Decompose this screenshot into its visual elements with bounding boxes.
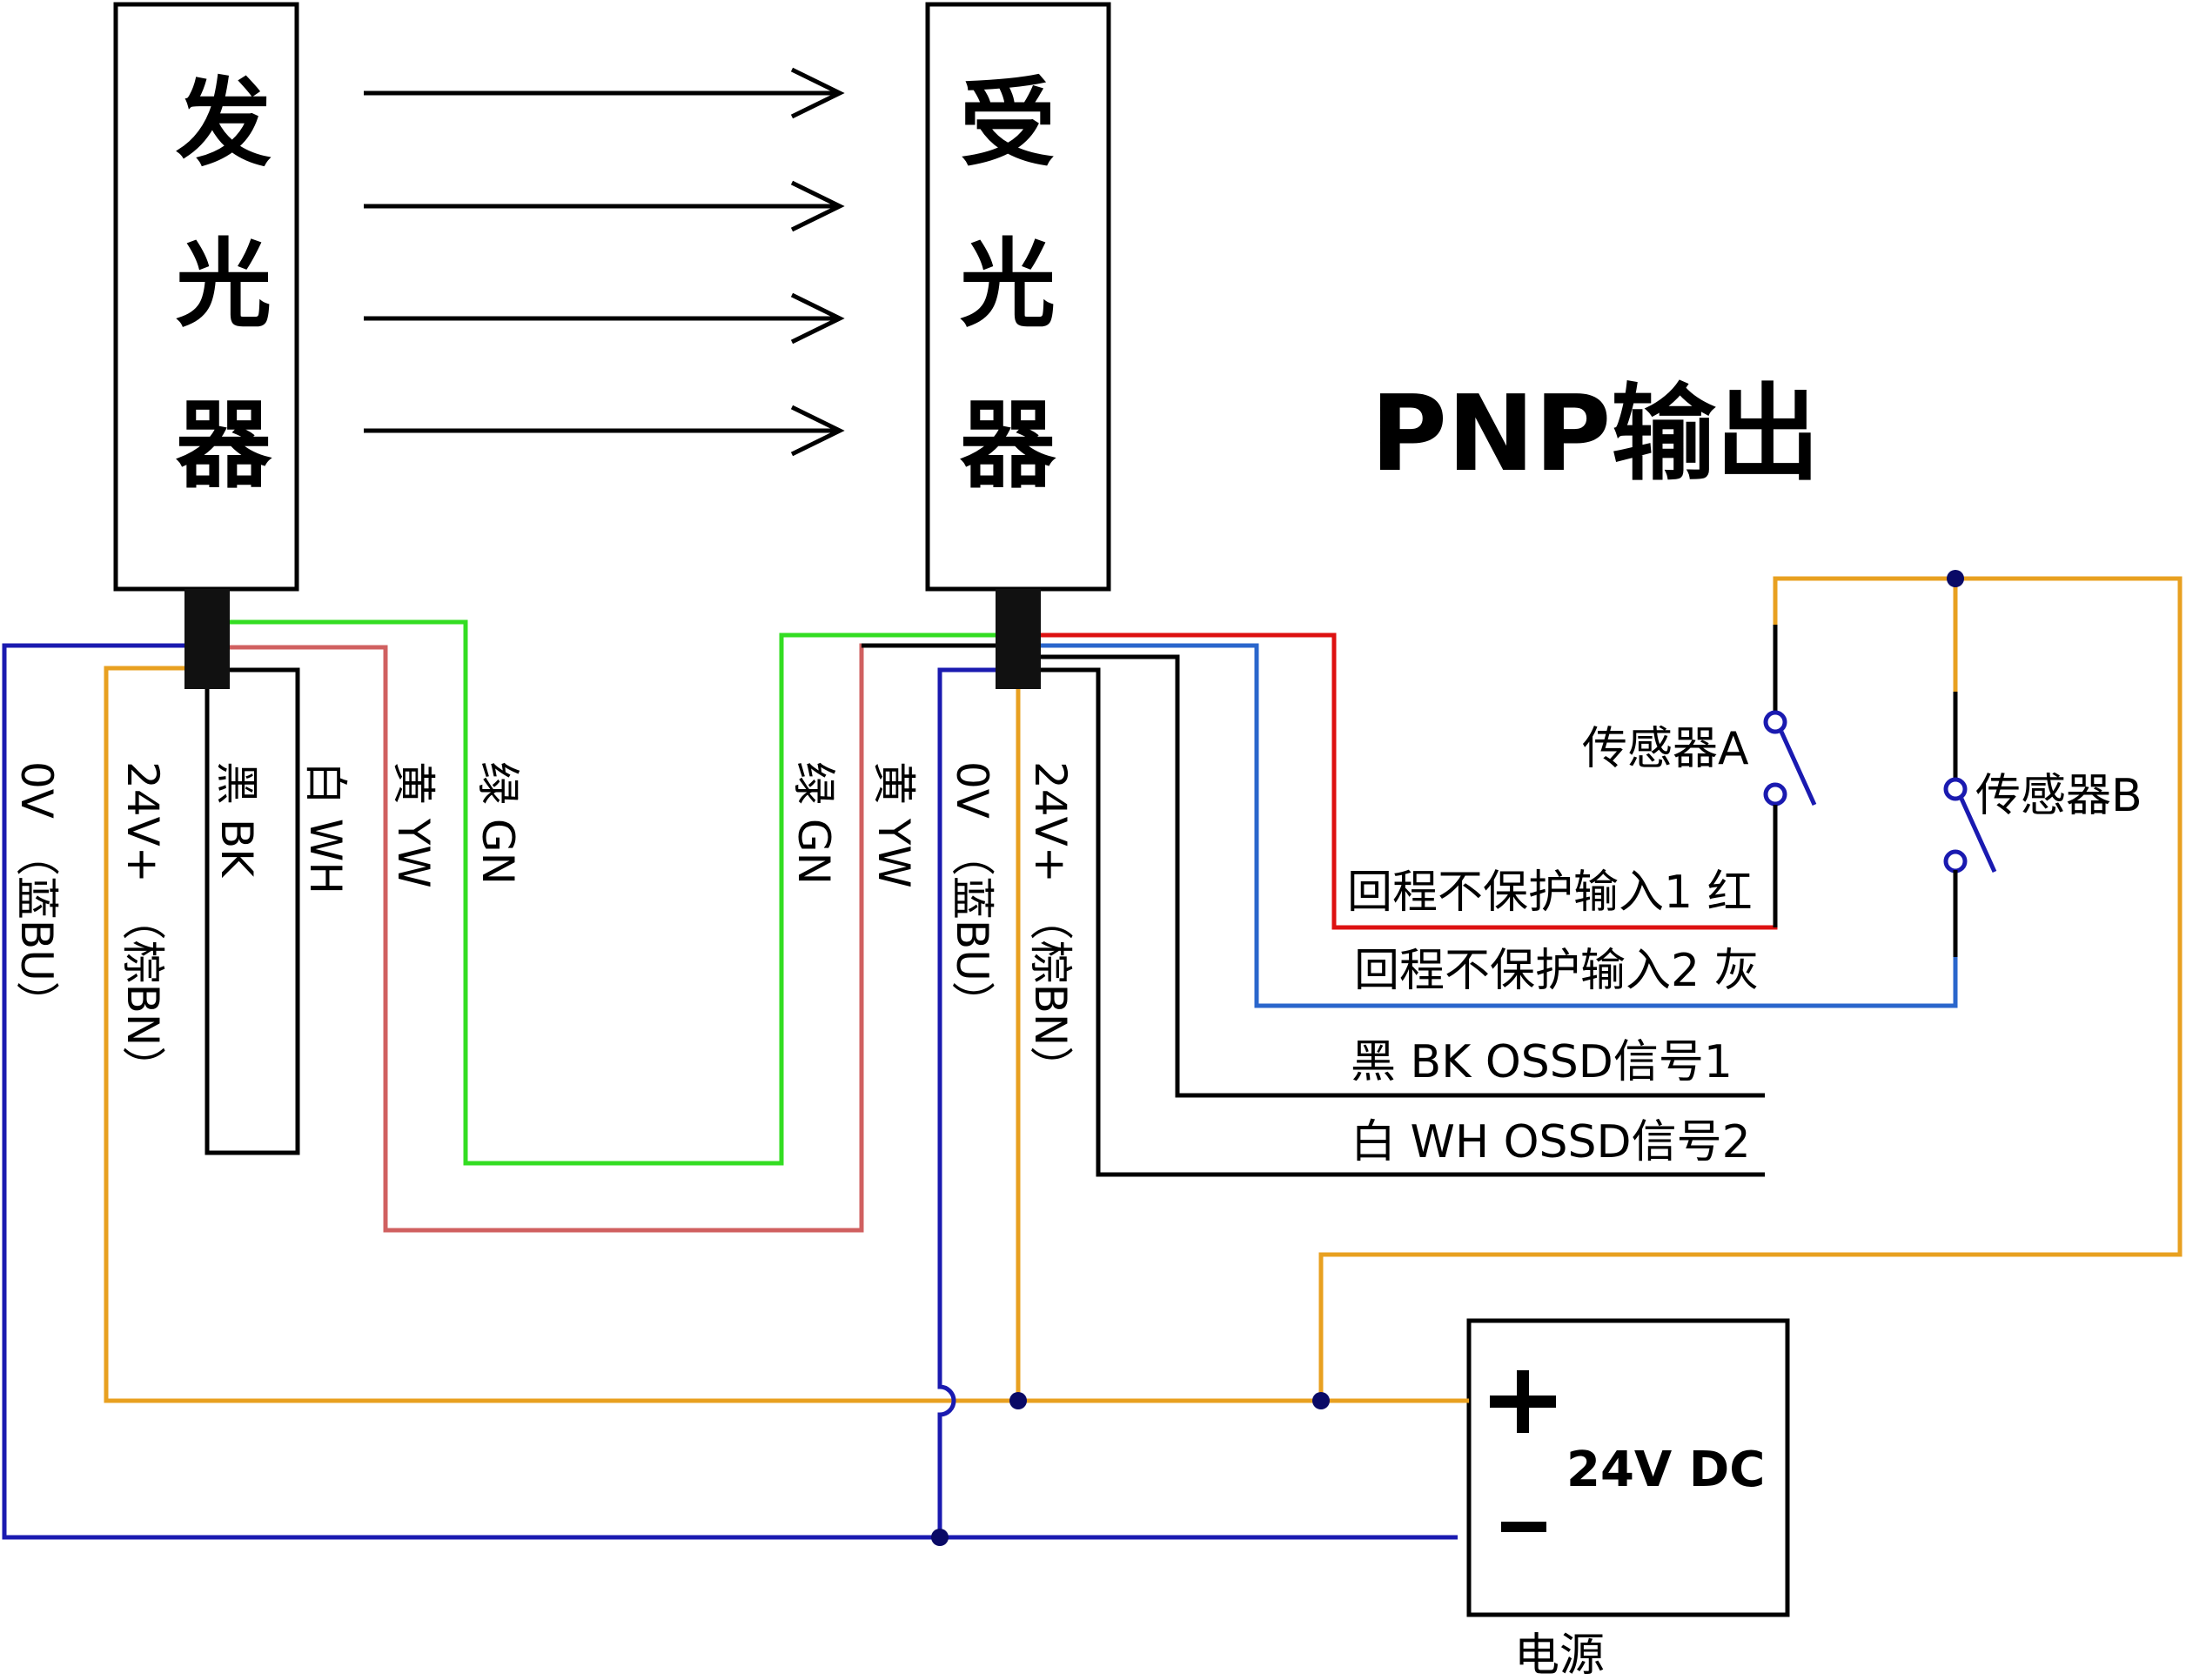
receiver-label-blue: 0V （蓝BU） xyxy=(947,761,997,1025)
emitter-label-blue: 0V （蓝BU） xyxy=(11,761,62,1025)
minus-icon xyxy=(1501,1522,1546,1532)
emitter-char-2: 光 xyxy=(176,229,272,340)
receiver-connector xyxy=(996,589,1041,689)
emitter-label-white: 白 WH xyxy=(300,761,351,894)
sensor-a-label: 传感器A xyxy=(1582,723,1749,775)
sensor-b-label: 传感器B xyxy=(1975,770,2142,822)
power-trunk xyxy=(940,576,2183,1540)
emitter-char-3: 器 xyxy=(176,390,272,501)
wire-yellow-emitter xyxy=(225,643,1001,1233)
junctions xyxy=(931,570,1964,1546)
arrow-head-icon xyxy=(790,180,845,232)
wire-blue-0v-receiver xyxy=(937,667,1001,1537)
contact-icon xyxy=(1943,777,1968,801)
wire-white-ossd2 xyxy=(1036,667,1765,1177)
sensor-a-switch xyxy=(1763,625,1817,927)
junction-dot xyxy=(1009,1392,1027,1409)
output-gray-label: 回程不保护输入2 灰 xyxy=(1354,945,1760,997)
emitter-connector xyxy=(184,589,230,689)
contact-icon xyxy=(1763,782,1787,807)
receiver-label-green: 绿 GN xyxy=(788,761,839,885)
emitter-cable-sleeve xyxy=(205,667,300,1155)
receiver-label-brown: 24V+ （棕BN） xyxy=(1025,761,1076,1089)
wire-blue-0v-emitter xyxy=(2,643,940,1540)
arrow-head-icon xyxy=(790,67,845,119)
light-beams xyxy=(364,67,845,457)
emitter-label-yellow: 黄 YW xyxy=(388,761,439,888)
receiver-wires xyxy=(862,633,1958,1537)
receiver-char-3: 器 xyxy=(960,390,1056,501)
output-black-label: 黑 BK OSSD信号1 xyxy=(1351,1036,1733,1088)
diagram-title: PNP输出 xyxy=(1371,374,1820,495)
junction-dot xyxy=(1947,570,1964,587)
contact-icon xyxy=(1763,710,1787,734)
sensor-b-switch xyxy=(1943,692,1997,957)
power-caption: 电源 xyxy=(1514,1630,1605,1680)
emitter-label-black: 黑 BK xyxy=(211,761,262,878)
receiver-char-1: 受 xyxy=(960,68,1056,179)
emitter-label-brown: 24V+ （棕BN） xyxy=(117,761,168,1089)
arrow-head-icon xyxy=(790,405,845,457)
contact-icon xyxy=(1943,849,1968,873)
emitter-label-green: 绿 GN xyxy=(473,761,523,885)
arrow-head-icon xyxy=(790,292,845,345)
junction-dot xyxy=(1312,1392,1330,1409)
receiver-char-2: 光 xyxy=(960,229,1056,340)
power-voltage-label: 24V DC xyxy=(1566,1442,1765,1498)
emitter-char-1: 发 xyxy=(176,68,272,179)
receiver-label-yellow: 黄 YW xyxy=(868,761,919,888)
wire-gray-output xyxy=(1036,643,1958,1008)
output-white-label: 白 WH OSSD信号2 xyxy=(1351,1116,1751,1168)
junction-dot xyxy=(931,1529,949,1546)
output-red-label: 回程不保护输入1 红 xyxy=(1347,867,1753,919)
receiver-unit: 受 光 器 xyxy=(925,2,1111,592)
power-supply: 24V DC 电源 xyxy=(1466,1318,1790,1680)
emitter-unit: 发 光 器 xyxy=(113,2,299,592)
wire-green-emitter xyxy=(225,619,1001,1166)
wire-black-ossd1 xyxy=(1036,654,1765,1098)
wire-brown-24v-emitter xyxy=(104,666,940,1403)
